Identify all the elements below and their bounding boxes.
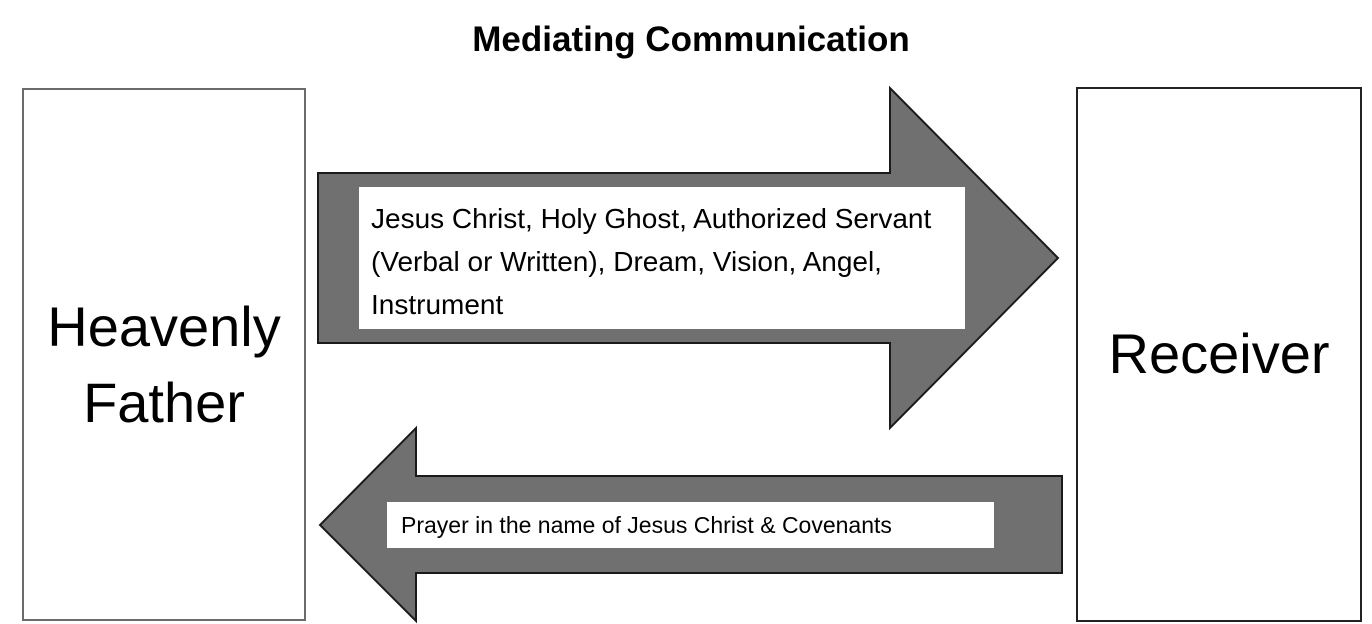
return-arrow-label: Prayer in the name of Jesus Christ & Cov…: [387, 502, 994, 548]
heavenly-father-line-2: Father: [83, 370, 245, 434]
diagram-title: Mediating Communication: [472, 20, 910, 59]
forward-arrow-label: Jesus Christ, Holy Ghost, Authorized Ser…: [359, 187, 965, 329]
receiver-label: Receiver: [1108, 321, 1330, 385]
heavenly-father-line-1: Heavenly: [47, 294, 281, 358]
heavenly-father-box: Heavenly Father: [22, 88, 306, 621]
receiver-box: Receiver: [1076, 87, 1362, 622]
heavenly-father-label: Heavenly Father: [47, 289, 280, 441]
